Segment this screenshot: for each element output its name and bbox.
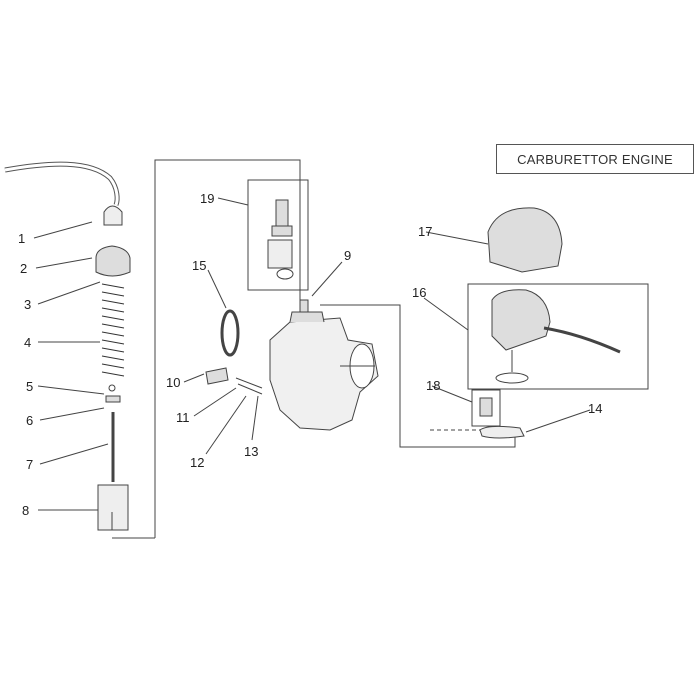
callout-6: 6 <box>26 413 33 428</box>
group-frame-16 <box>467 283 649 390</box>
diagram-title: CARBURETTOR ENGINE <box>496 144 694 174</box>
needle-clip <box>108 384 116 392</box>
throttle-slide <box>97 484 129 531</box>
group-frame-19 <box>247 179 309 291</box>
group-frame-main <box>154 159 301 538</box>
cable-adjuster <box>103 205 123 226</box>
callout-19: 19 <box>200 191 214 206</box>
callout-4: 4 <box>24 335 31 350</box>
callout-2: 2 <box>20 261 27 276</box>
automatic-choke <box>491 289 551 351</box>
choke-screw <box>479 397 493 417</box>
screw-spring <box>235 377 263 395</box>
callout-11: 11 <box>176 410 190 425</box>
callout-8: 8 <box>22 503 29 518</box>
carb-cap <box>95 245 131 277</box>
choke-cover <box>487 207 563 273</box>
callout-7: 7 <box>26 457 33 472</box>
callout-9: 9 <box>344 248 351 263</box>
callout-13: 13 <box>244 444 258 459</box>
callout-5: 5 <box>26 379 33 394</box>
o-ring <box>220 309 240 357</box>
connector-9-16 <box>320 304 516 448</box>
callout-10: 10 <box>166 375 180 390</box>
callout-16: 16 <box>412 285 426 300</box>
callout-15: 15 <box>192 258 206 273</box>
callout-17: 17 <box>418 224 432 239</box>
needle-retainer <box>105 395 121 403</box>
starter-plunger <box>271 199 293 237</box>
carburettor-body <box>269 317 379 431</box>
callout-18: 18 <box>426 378 440 393</box>
callout-1: 1 <box>18 231 25 246</box>
callout-14: 14 <box>588 401 602 416</box>
idle-screw <box>205 367 229 385</box>
group-frame-18 <box>471 389 501 427</box>
callout-3: 3 <box>24 297 31 312</box>
callout-12: 12 <box>190 455 204 470</box>
spring <box>101 283 125 377</box>
retaining-plate <box>479 425 525 439</box>
